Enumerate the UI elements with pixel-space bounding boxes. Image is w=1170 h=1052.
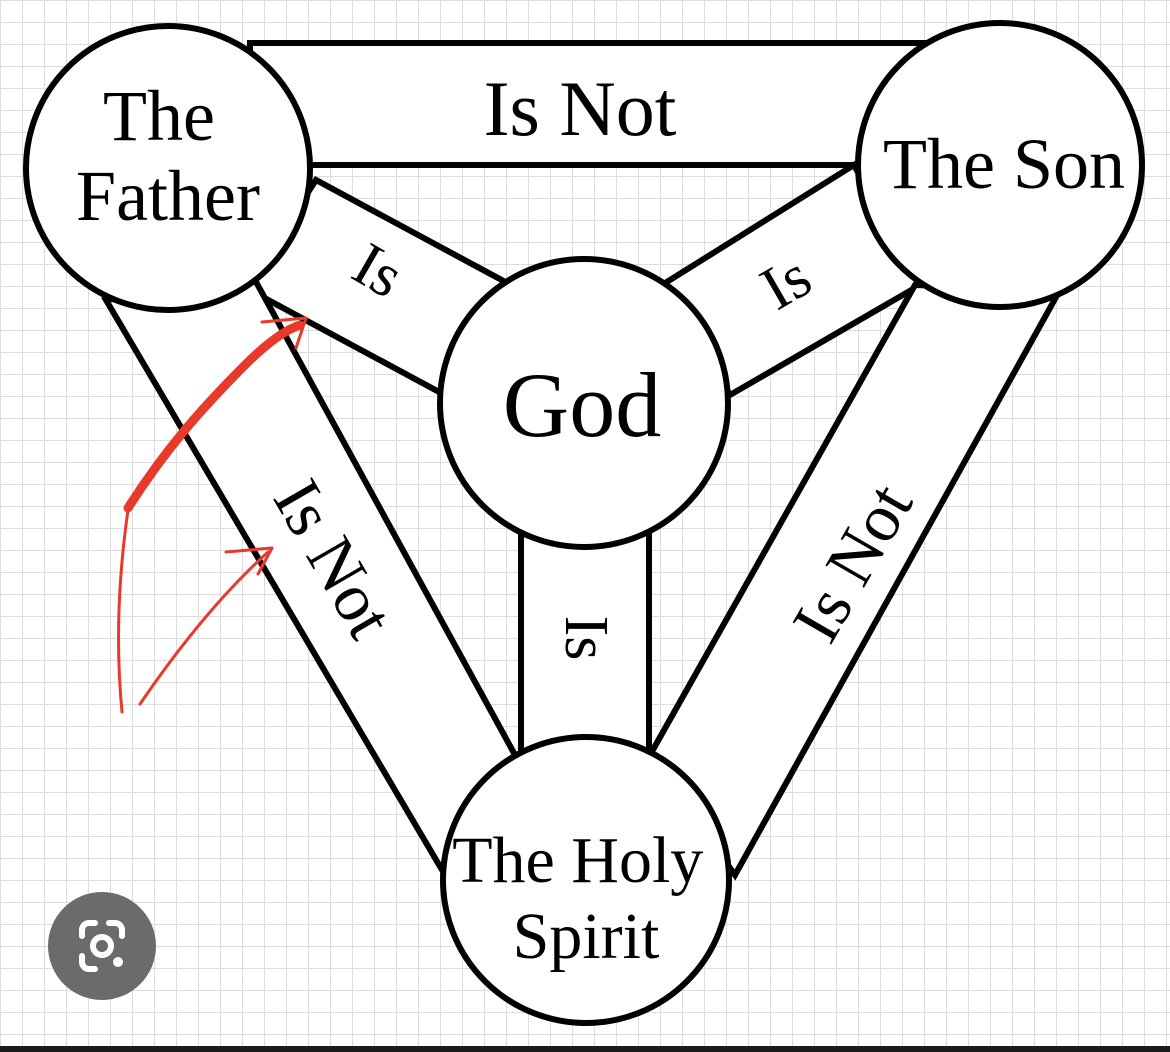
god-label: God bbox=[503, 354, 661, 456]
bottom-divider bbox=[0, 1046, 1170, 1052]
node-father bbox=[23, 23, 313, 313]
father-label-line-1: The bbox=[103, 76, 215, 156]
node-god bbox=[437, 256, 731, 550]
annotation-arrowhead-lower bbox=[224, 546, 274, 576]
annotation-arrowhead-upper bbox=[260, 316, 308, 350]
spirit-label: The Holy Spirit bbox=[452, 824, 720, 973]
annotation-thick-stroke bbox=[123, 320, 305, 513]
father-label-line-2: Father bbox=[76, 156, 260, 236]
google-lens-icon bbox=[79, 920, 125, 972]
god-label-line-1: God bbox=[503, 354, 661, 456]
spirit-label-line-1: The Holy bbox=[452, 824, 703, 897]
red-annotation-arrows bbox=[117, 316, 308, 714]
son-label: The Son bbox=[883, 124, 1125, 204]
father-label: The Father bbox=[76, 76, 260, 236]
spirit-label-line-2: Spirit bbox=[513, 900, 660, 973]
link-spirit-god-label: Is bbox=[552, 616, 620, 661]
node-son bbox=[855, 20, 1145, 310]
node-spirit bbox=[440, 734, 732, 1026]
annotation-curve-left bbox=[117, 508, 130, 714]
son-label-line-1: The Son bbox=[883, 124, 1125, 204]
google-lens-button[interactable] bbox=[48, 892, 156, 1000]
link-father-son-label: Is Not bbox=[484, 65, 677, 152]
annotation-line-lower bbox=[138, 550, 270, 706]
